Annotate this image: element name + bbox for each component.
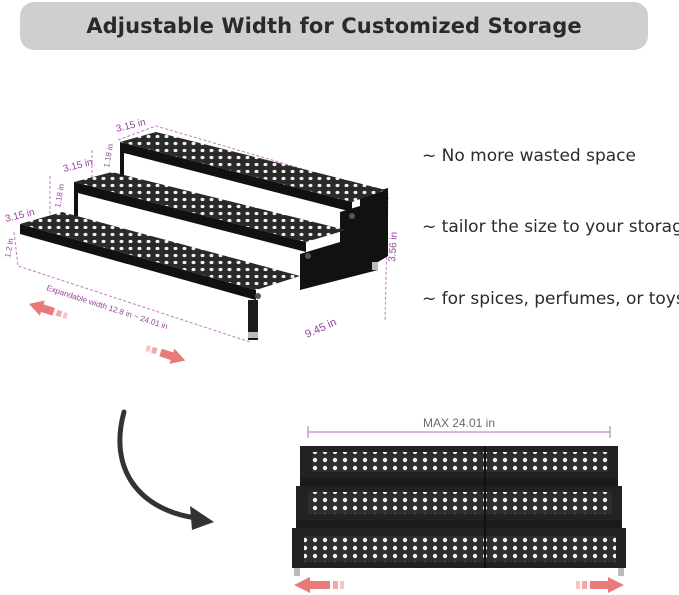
shelf-middle-front xyxy=(74,182,306,252)
feature-no-wasted-space: ~ No more wasted space xyxy=(422,146,636,166)
outline-top xyxy=(117,125,389,321)
riser-middle xyxy=(74,192,78,216)
shelf-top xyxy=(120,132,386,202)
shelf-bottom-front xyxy=(20,224,256,300)
curved-arrow-icon xyxy=(117,409,199,521)
rack-end-panel xyxy=(300,188,388,290)
dim-expandable-width: Expandable width 12.8 in ~ 24.01 in xyxy=(45,283,169,331)
dim-height: 3.56 in xyxy=(387,231,400,262)
screw xyxy=(255,293,261,299)
dim-riser-top: 1.18 in xyxy=(102,143,115,168)
expand-arrow-right-icon xyxy=(576,577,624,593)
dim-side-depth: 9.45 in xyxy=(303,316,338,340)
rack-foot-back xyxy=(372,262,378,270)
rack-foot-cap xyxy=(248,332,258,338)
max-width-label: MAX 24.01 in xyxy=(423,416,495,430)
banner-title: Adjustable Width for Customized Storage xyxy=(86,14,582,38)
riser-top xyxy=(120,152,124,176)
feature-tailor-size: ~ tailor the size to your storage xyxy=(422,217,679,237)
screw xyxy=(349,213,355,219)
expand-arrow-left-icon xyxy=(294,577,344,593)
feature-spices-perfumes-toys: ~ for spices, perfumes, or toys xyxy=(422,289,679,309)
rack-front-view xyxy=(292,426,626,576)
shelf-middle xyxy=(74,172,346,242)
expand-arrow-right-icon xyxy=(145,345,186,364)
curved-arrow-head xyxy=(190,506,214,530)
shelf-bottom xyxy=(20,212,300,290)
dim-riser-low: 1.2 in xyxy=(3,238,15,259)
expand-arrow-left-icon xyxy=(28,300,68,320)
dim-riser-mid: 1.18 in xyxy=(53,183,66,208)
dim-top-depth: 3.15 in xyxy=(115,117,147,135)
dim-mid-depth: 3.15 in xyxy=(62,157,94,175)
outline-bottom xyxy=(13,231,251,343)
screw xyxy=(305,253,311,259)
shelf-top-front xyxy=(120,142,352,212)
rack-isometric xyxy=(13,125,389,343)
rack-foot-front xyxy=(248,300,258,340)
title-banner: Adjustable Width for Customized Storage xyxy=(20,2,648,50)
